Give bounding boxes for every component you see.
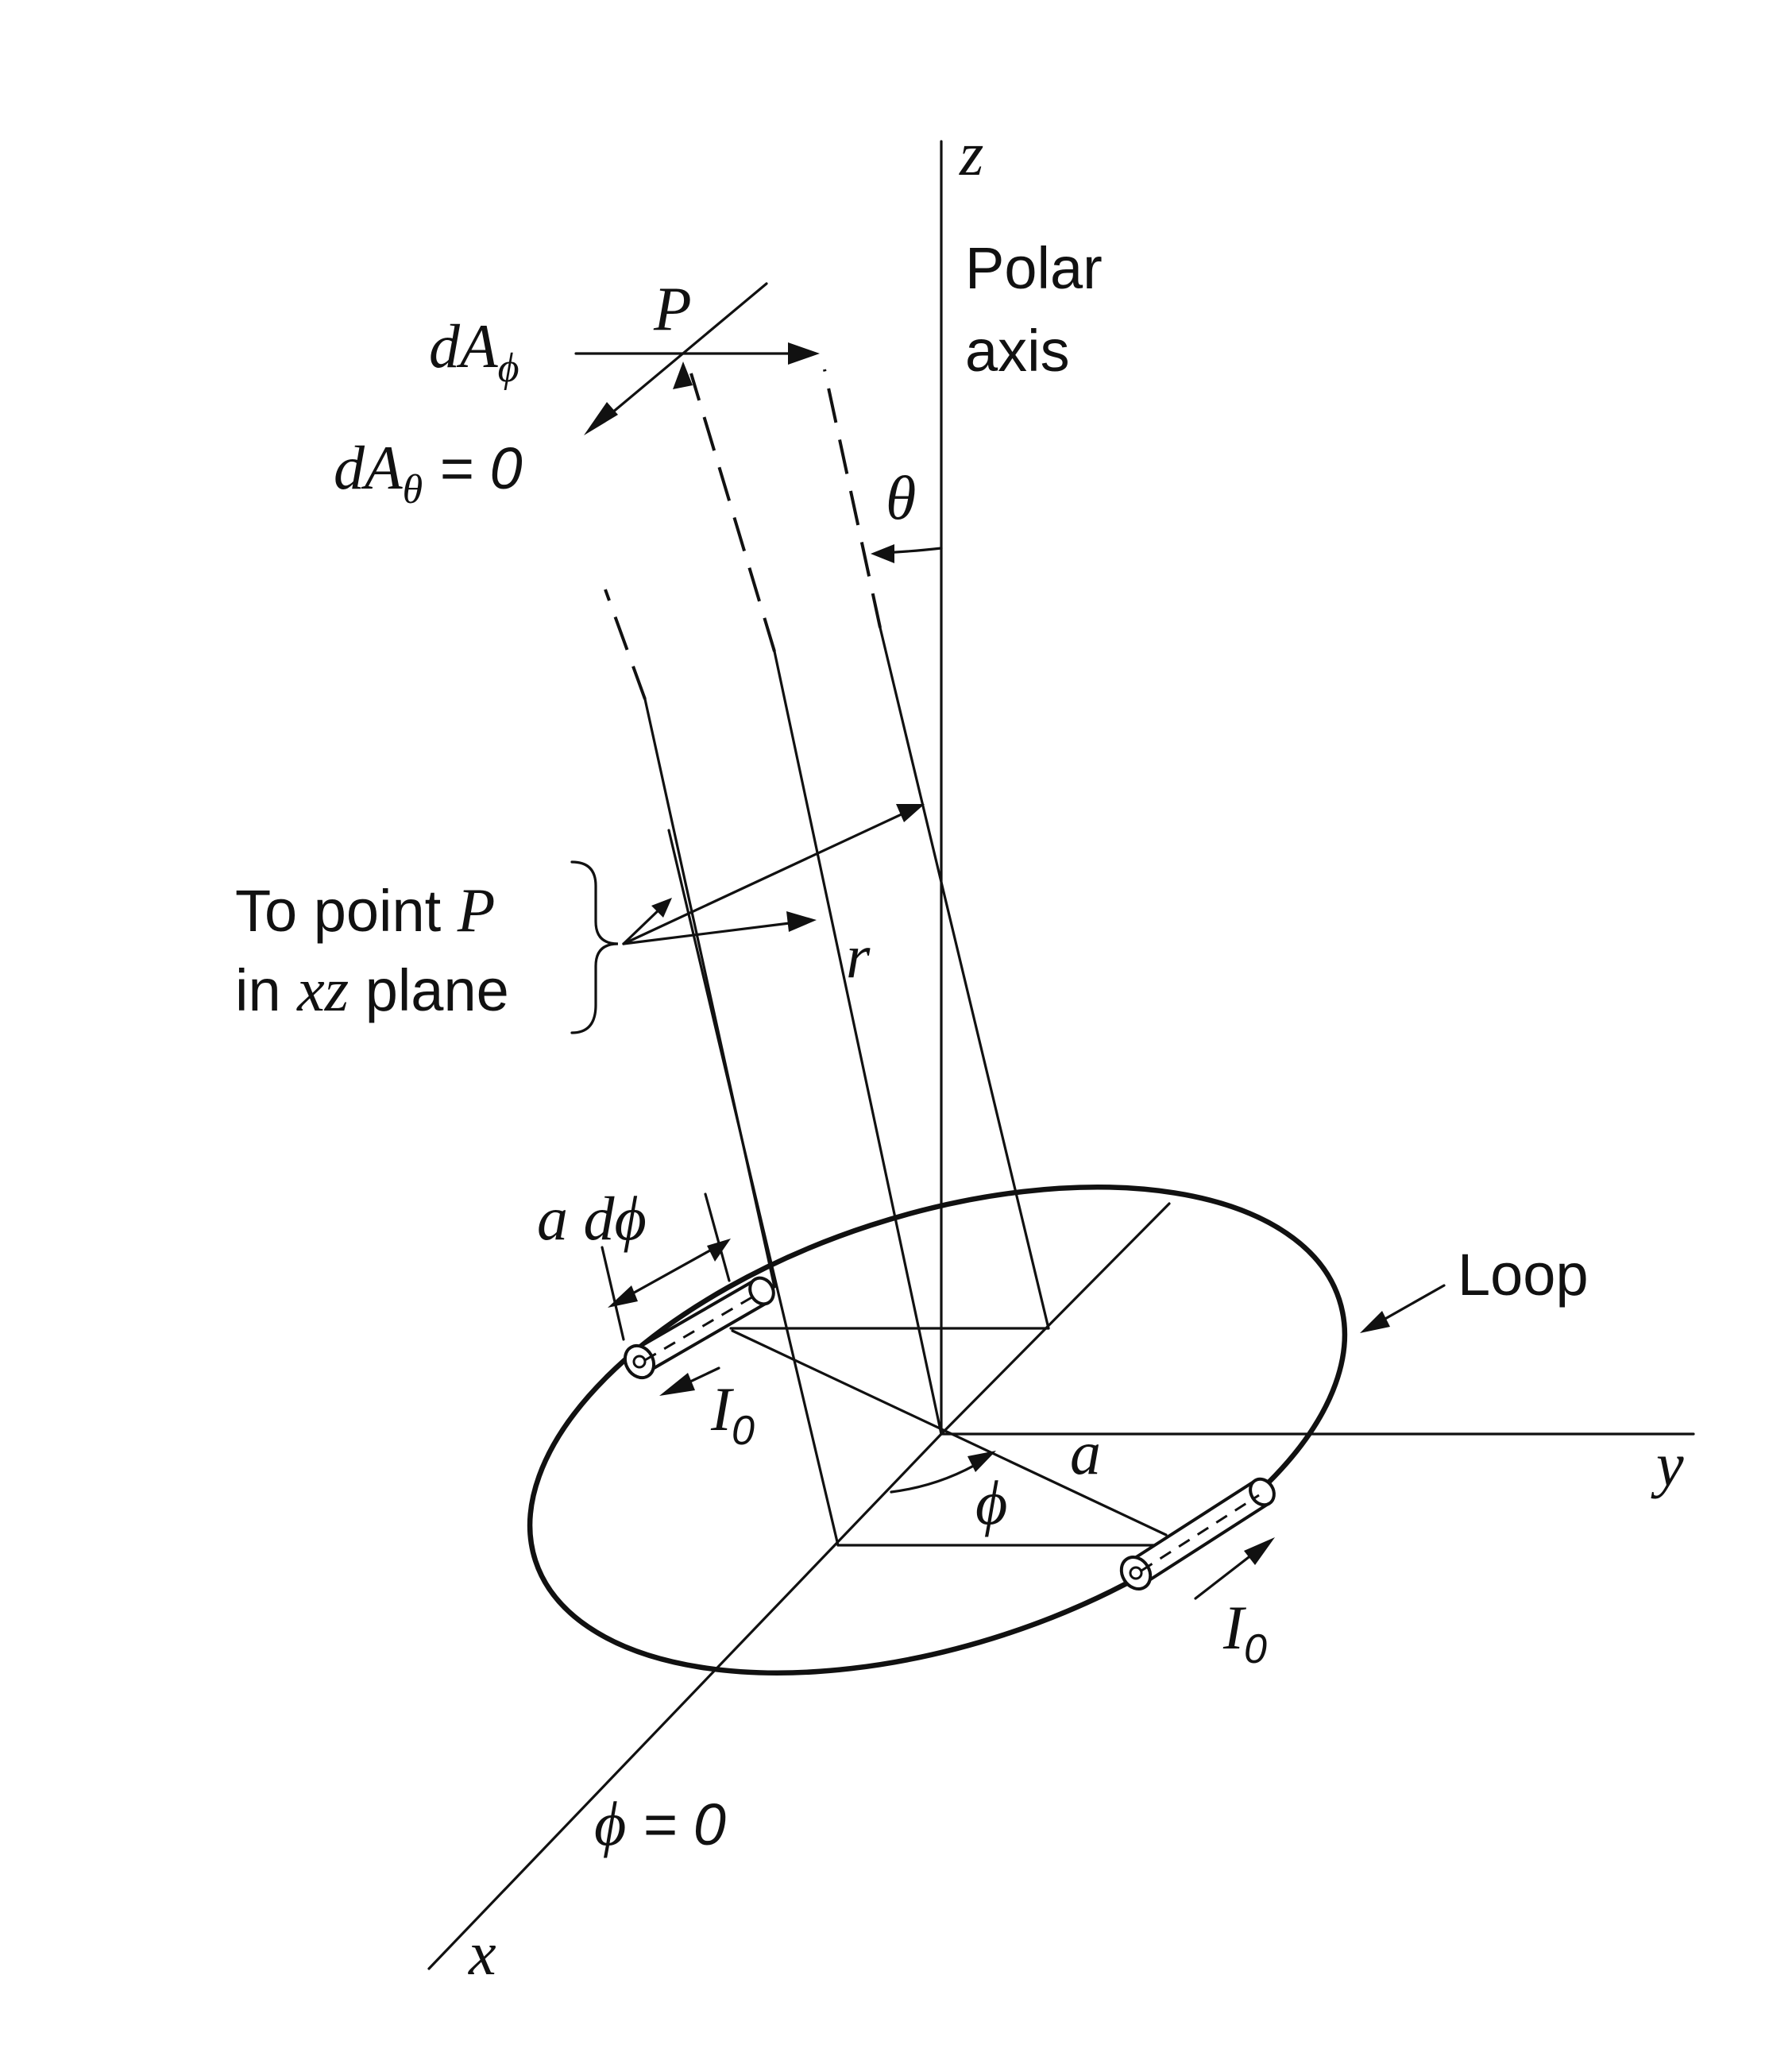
annotation-arrows [622, 804, 925, 945]
current-element-right [1119, 1477, 1276, 1591]
polar-axis-label-line2: axis [965, 318, 1070, 384]
current-loop [527, 1185, 1348, 1676]
current-label-right: I0 [1222, 1593, 1267, 1672]
annotation-line2: in xz plane [235, 955, 509, 1024]
a-dphi-dimension [601, 1192, 731, 1341]
phi-label: ϕ [975, 1468, 1007, 1537]
current-label-left: I0 [710, 1374, 755, 1454]
phi-zero-label: ϕ = 0 [594, 1789, 726, 1858]
dashed-projection-lines [604, 369, 882, 700]
phi-arc [890, 1451, 996, 1494]
annotation-brace [570, 860, 619, 1034]
plane-construction-lines [729, 1202, 1171, 1547]
a-radius-label: a [1070, 1418, 1101, 1487]
annotation-line1: To point P [235, 875, 495, 945]
a-dphi-label: a dϕ [537, 1184, 647, 1253]
polar-axis-label-line1: Polar [965, 235, 1103, 301]
x-axis [427, 1432, 943, 1970]
theta-arc [871, 544, 943, 563]
loop-arrow [1360, 1284, 1446, 1333]
loop-label: Loop [1458, 1242, 1589, 1308]
dA-theta-label: dAθ = 0 [334, 433, 523, 512]
z-axis-label: z [959, 119, 983, 188]
point-p-label: P [653, 274, 692, 343]
dA-phi-label: dAϕ [429, 311, 519, 391]
y-axis-label: y [1651, 1430, 1684, 1499]
current-arrow-left [659, 1366, 720, 1396]
theta-label: θ [886, 463, 916, 532]
r-label: r [846, 922, 871, 991]
x-axis-label: x [468, 1919, 496, 1988]
point-p-vectors [574, 282, 820, 435]
current-arrow-right [1194, 1537, 1275, 1600]
current-element-left [623, 1276, 775, 1380]
radius-lines [643, 626, 1050, 1547]
